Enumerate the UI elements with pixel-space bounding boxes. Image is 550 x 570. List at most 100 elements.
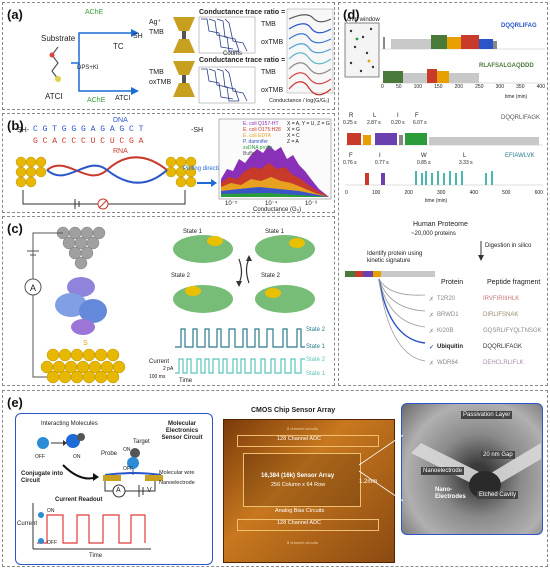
xticks-2: 0 100 200 300 400 500 600 [345,191,543,196]
ratio-1: Conductance trace ratio = 4:1 [199,9,298,16]
dna-rna-junction [15,156,197,210]
peptide-fragment: DQQRLIFAGK [483,344,523,350]
dna-sequence: C G T G G G A G A G C T [33,125,144,134]
row1-letter-1: L [373,113,377,119]
off-label-3: OFF [47,540,57,546]
protein-mark: ✗ [429,328,435,335]
sensor-cartoon [103,448,163,481]
current-trace-upper [175,328,305,348]
row1-letter-0: R [349,113,354,119]
probe-label: Probe [101,451,118,457]
dna-label: DNA [113,117,128,124]
conductance-traces [198,16,256,104]
row1-letter-2: I [397,113,399,119]
xtick-1-8: 400 [536,84,545,90]
legend-entry-6: Buffer [243,151,257,157]
row1-time-1: 2.87 s [367,120,381,126]
chip-window-label: chip window [347,17,380,23]
counts-axis-label: Counts [223,51,243,57]
xtick-2-1: 100 [371,190,381,196]
xtick-1-5: 250 [475,84,484,90]
atci-molecule [49,46,61,82]
junction-top [173,17,195,53]
protein-row: ✗ KI20B GQSRLIFYQLTNSGK [429,323,547,339]
panel-c-label: (c) [7,221,23,236]
current-trace-lower [175,358,305,374]
panel-a: (a) Substrate ATCI AChE DPS+KI AChE TC S… [2,2,335,110]
time-axis-1: time (min) [505,94,528,100]
channel-circuits-top: 8 channel circuits [287,426,318,431]
human-proteome: Human Proteome [413,221,468,228]
state-2-r: State 2 [261,273,281,279]
xtick-2-6: 600 [534,190,543,196]
time-label-c: Time [179,378,193,384]
sem-label-nanoelectrode: Nanoelectrode [421,467,465,475]
panel-c: (c) S A [2,216,335,386]
channel-adc-bottom: 128 Channel ADC [277,520,322,526]
interacting-molecules: Interacting Molecules [41,421,98,427]
key-entry-2: X = G [287,127,300,133]
adc-bottom-bar [237,519,379,531]
state-1-tl: State 1 [183,229,203,235]
tc-label: TC [113,42,124,51]
nanoelectrode-label-e: Nanoelectrode [159,480,195,486]
panel-b: (b) DNA SH- C G T G G G A G A G C T -SH … [2,113,335,213]
state-2-l: State 2 [171,273,191,279]
xtick-2-2: 200 [404,190,413,196]
ratio-2: Conductance trace ratio = 1:4 [199,57,298,64]
ache-label-bottom: AChE [87,97,106,104]
protein-row: ✗ WDR64 DEHCLRLIFLK [429,355,547,371]
protein-row: ✓ Ubiquitin DQQRLIFAGK [429,339,547,355]
legend-entry-2: E. coli O175:H28 [243,127,281,133]
cmos-chip [223,419,395,563]
panel-e: (e) Interacting Molecules OFF ON Conjuga… [2,390,548,567]
seq-3: DQQRLIFAGK [501,115,541,121]
on-label-1: ON [73,454,81,460]
seq-4: EFIAWLVK [505,153,535,159]
protein-name: T2R20 [437,296,456,302]
time-trace-mid [345,133,543,146]
ammeter-e: A [116,487,121,494]
atci-label-bottom: ATCI [115,95,131,102]
time-trace-lower-d [345,171,543,186]
col-protein: Protein [441,279,464,286]
reaction-arrows [71,29,139,95]
protein-states [173,235,315,313]
voltage-e: V [147,487,152,494]
columns-rows-label: 256 Column x 64 Row [271,482,326,488]
identify-label: Identify protein using kinetic signature [367,251,423,265]
chip-title: CMOS Chip Sensor Array [251,407,336,414]
tick-3: 10⁻³ [305,201,317,207]
panel-b-label: (b) [7,118,24,133]
histogram-xlabel: Conductance (G₀) [253,207,302,213]
channel-circuits-bottom: 8 channel circuits [287,540,318,545]
protein-row: ✗ BRWD1 DIRLIFSNAK [429,307,547,323]
row2-letter-3: L [463,153,467,159]
time-scale-c: 100 ms [149,374,166,380]
xtick-1-2: 100 [413,84,422,90]
tmb-label-a1: TMB [149,29,164,36]
protein-name: BRWD1 [437,312,459,318]
current-axis-c: Current [149,359,170,365]
trace-upper-state2: State 2 [306,327,326,333]
key-entry-4: Z = A [287,139,299,145]
tmb-trace-label-2: TMB [261,69,276,76]
protein-mark: ✗ [429,312,435,319]
ache-label-top: AChE [85,9,104,16]
row2-letter-0: F [349,153,353,159]
peptide-fragment: DEHCLRLIFLK [483,360,524,366]
target-label: Target [133,439,150,445]
xtick-1-0: 0 [381,84,384,90]
tmb-label-a2: TMB [149,69,164,76]
kinetic-bar [345,271,435,277]
conjugate-arrow [62,464,99,481]
xticks-1: 0 50 100 150 200 250 300 350 400 [381,85,545,90]
legend-entry-3: E. coli EDTA [243,133,271,139]
tick-1: 10⁻⁵ [225,201,238,207]
xtick-1-3: 150 [434,84,443,90]
junction-bottom [173,61,195,97]
row2-time-1: 0.77 s [375,160,389,166]
off-label-2: OFF [123,466,133,472]
conjugate-label: Conjugate into Circuit [21,471,63,485]
row2-letter-2: W [421,153,427,159]
